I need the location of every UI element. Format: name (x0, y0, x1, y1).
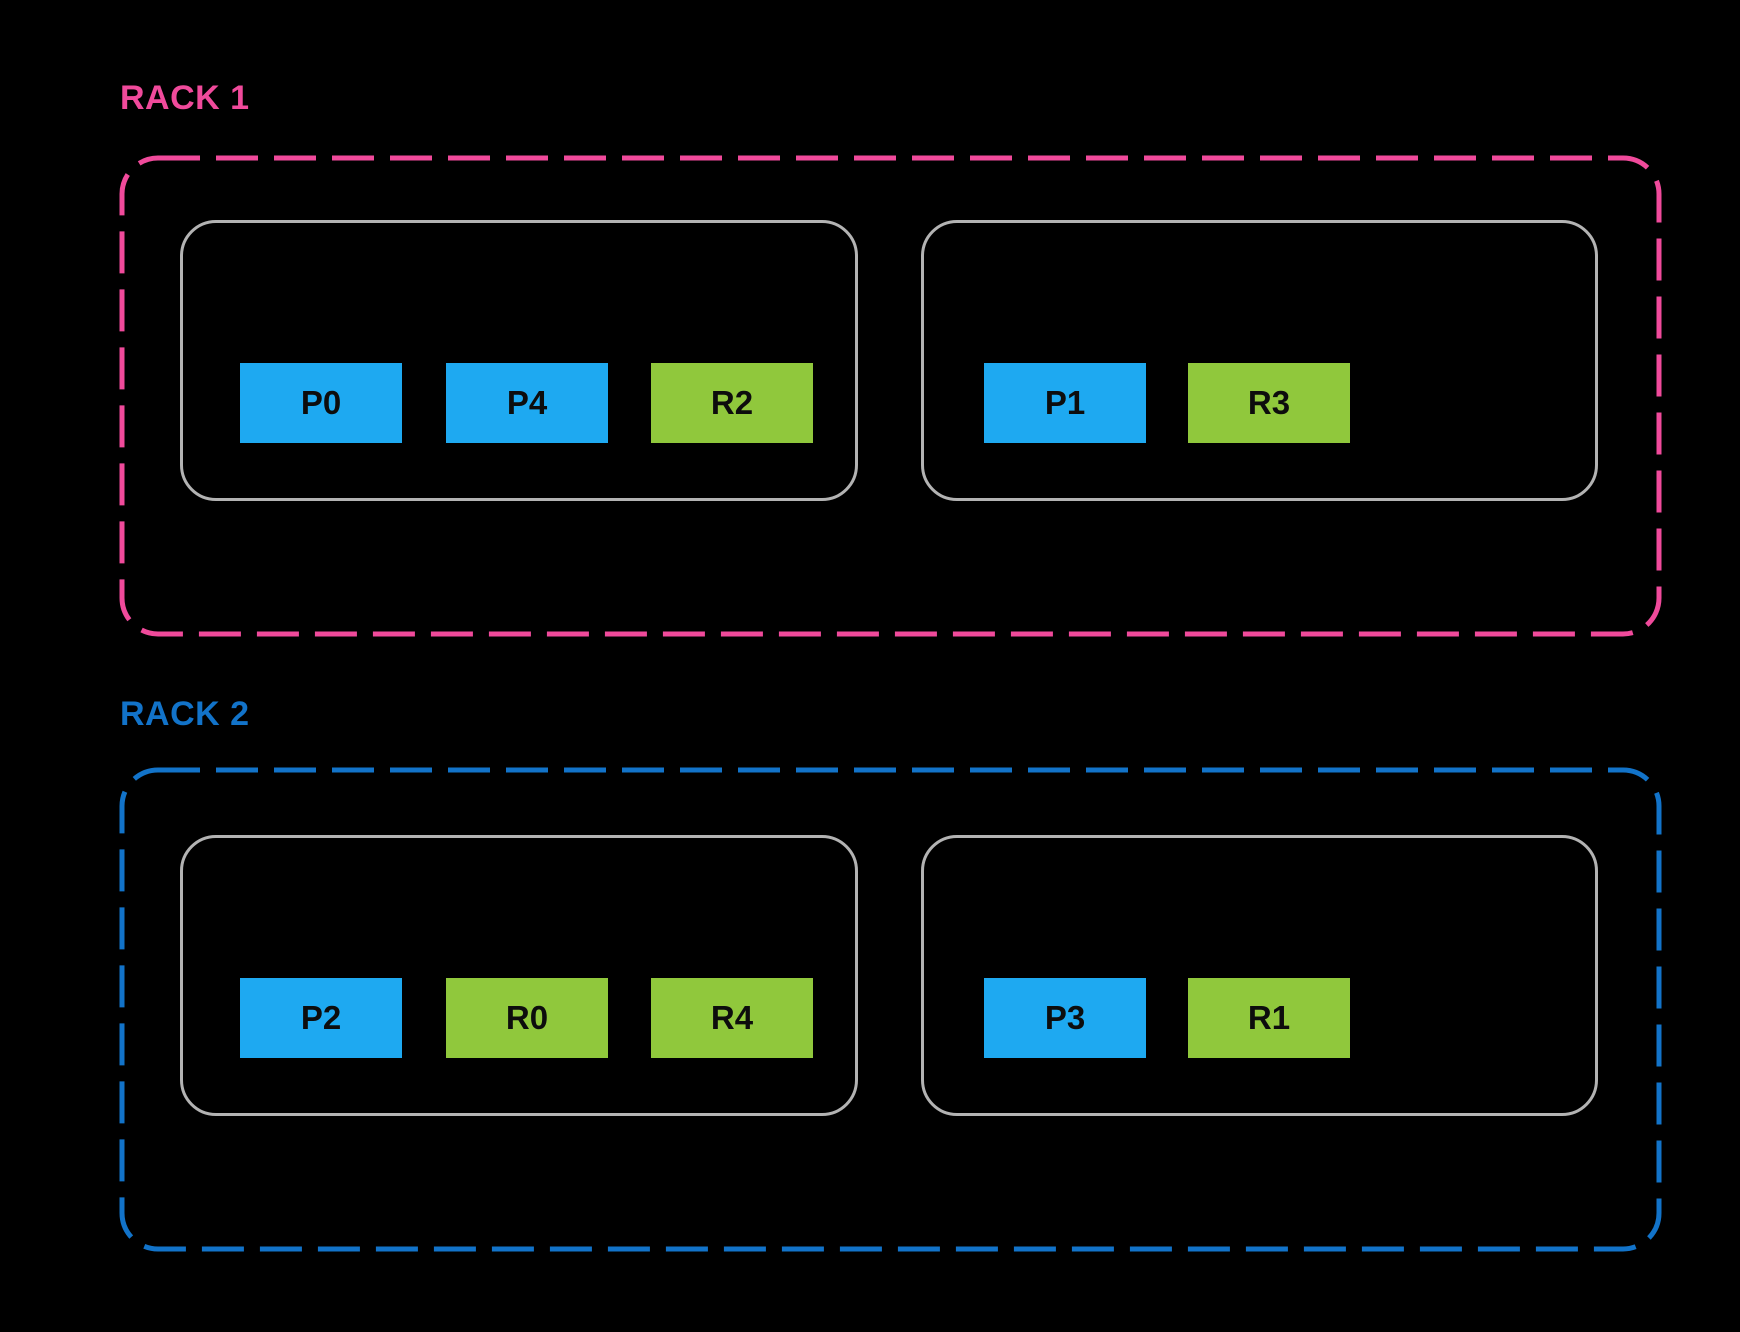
block-r4-label: R4 (710, 999, 754, 1036)
rack-2-boundary (119, 767, 1662, 1252)
rack-1-label: RACK 1 (120, 79, 250, 117)
block-r2-label: R2 (710, 384, 754, 421)
block-r0-label: R0 (505, 999, 549, 1036)
rack-1-dashed-border (119, 155, 1662, 637)
block-p1-label: P1 (1044, 384, 1086, 421)
block-p3: P3 (984, 978, 1146, 1058)
block-r0: R0 (446, 978, 608, 1058)
block-r3-label: R3 (1247, 384, 1291, 421)
rack-2-dashed-border (119, 767, 1662, 1252)
block-p1: P1 (984, 363, 1146, 443)
block-p4: P4 (446, 363, 608, 443)
block-p0-label: P0 (300, 384, 342, 421)
rack-2-label: RACK 2 (120, 695, 250, 733)
block-r2: R2 (651, 363, 813, 443)
block-p2-label: P2 (300, 999, 342, 1036)
block-p3-label: P3 (1044, 999, 1086, 1036)
block-r1: R1 (1188, 978, 1350, 1058)
rack-1-host-1 (180, 220, 858, 501)
block-p4-label: P4 (506, 384, 548, 421)
block-p0: P0 (240, 363, 402, 443)
block-r1-label: R1 (1247, 999, 1291, 1036)
rack-1-host-2 (921, 220, 1598, 501)
rack-1-boundary (119, 155, 1662, 637)
block-r4: R4 (651, 978, 813, 1058)
rack-2-host-1 (180, 835, 858, 1116)
block-r3: R3 (1188, 363, 1350, 443)
rack-2-host-2 (921, 835, 1598, 1116)
block-p2: P2 (240, 978, 402, 1058)
